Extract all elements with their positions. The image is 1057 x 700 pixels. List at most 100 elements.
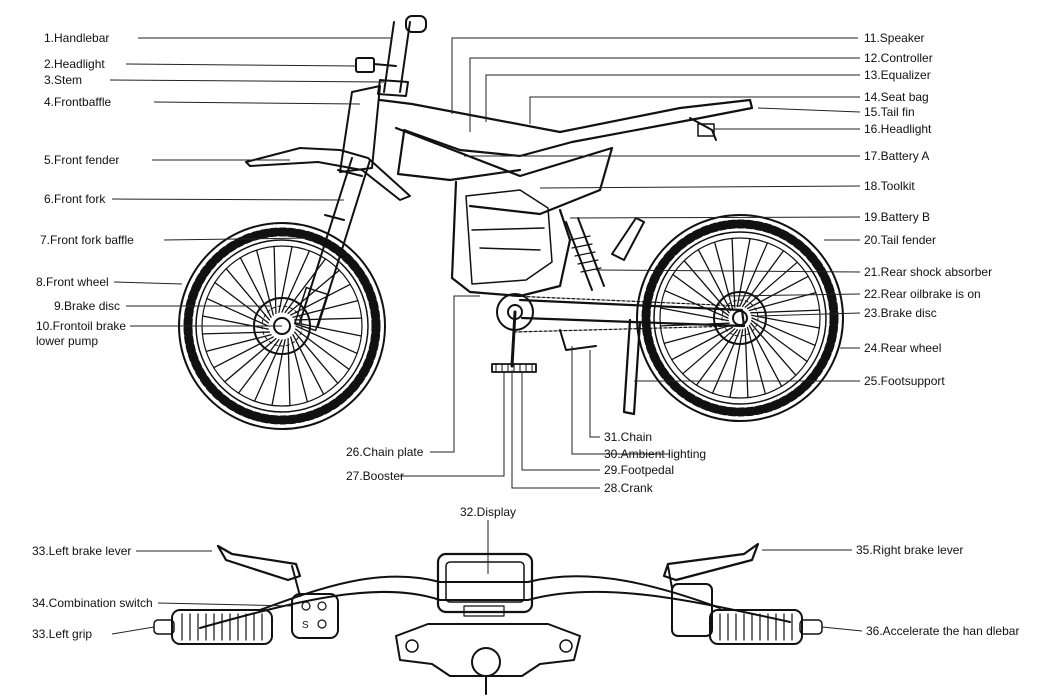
front-wheel-drawing [178, 222, 386, 430]
rear-wheel-spoke [746, 326, 767, 395]
combination-switch-drawing: S [291, 593, 339, 639]
label-headlight-rear: 16.Headlight [864, 122, 932, 136]
label-ambient-lighting: 30.Ambient lighting [604, 447, 706, 461]
front-wheel-spoke [294, 328, 350, 371]
rear-wheel-spoke [682, 328, 736, 375]
front-wheel-spoke [278, 245, 293, 314]
label-frontoil-brake: 10.Frontoil brake [36, 319, 126, 333]
rear-wheel-spoke [744, 261, 798, 308]
rear-wheel-spoke [729, 329, 744, 399]
rear-brake-disc-drawing [713, 291, 767, 345]
label-front-fork: 6.Front fork [44, 192, 106, 206]
rear-wheel-spoke [671, 326, 734, 361]
rear-wheel-spoke [751, 320, 808, 363]
rear-wheel-spoke [750, 309, 821, 314]
front-wheel-spoke [206, 297, 269, 327]
label-equalizer: 13.Equalizer [864, 68, 931, 82]
label-booster: 27.Booster [346, 469, 404, 483]
leader-lines [109, 37, 863, 635]
rear-wheel-spoke [742, 250, 785, 307]
front-wheel-spoke [273, 245, 277, 315]
rear-wheel-drawing [636, 214, 844, 422]
label-display: 32.Display [460, 505, 516, 519]
bike-illustration [178, 15, 844, 430]
front-wheel-spoke [290, 336, 309, 403]
frame-drawing [378, 98, 754, 298]
display-drawing [436, 552, 534, 614]
front-wheel-spoke [213, 336, 274, 369]
label-footpedal: 29.Footpedal [604, 463, 674, 477]
label-tail-fender: 20.Tail fender [864, 233, 936, 247]
label-brake-disc-front: 9.Brake disc [54, 299, 120, 313]
front-wheel-spoke [290, 283, 351, 316]
label-tail-fin: 15.Tail fin [864, 105, 915, 119]
labels: 1.Handlebar 2.Headlight 3.Stem 4.Frontba… [32, 31, 1019, 641]
front-wheel-spoke [271, 338, 286, 407]
label-frontbaffle: 4.Frontbaffle [44, 95, 111, 109]
rear-wheel-spoke [748, 291, 817, 312]
right-brake-lever-drawing [662, 542, 760, 582]
label-speaker: 11.Speaker [864, 31, 925, 45]
rear-shock-drawing [565, 217, 605, 291]
rear-wheel-spoke [751, 317, 816, 347]
rear-wheel-spoke [746, 275, 809, 310]
switch-s-button-label: S [302, 620, 309, 631]
rear-wheel-spoke [697, 249, 732, 312]
front-wheel-spoke [201, 331, 271, 335]
label-brake-disc-rear: 23.Brake disc [864, 306, 937, 320]
label-accelerate-handlebar: 36.Accelerate the han dlebar [866, 624, 1019, 638]
front-wheel-spoke [281, 250, 311, 313]
label-toolkit: 18.Toolkit [864, 179, 915, 193]
label-headlight: 2.Headlight [44, 57, 105, 71]
label-footsupport: 25.Footsupport [864, 374, 945, 388]
label-front-wheel: 8.Front wheel [36, 275, 109, 289]
label-stem: 3.Stem [44, 73, 82, 87]
label-rear-wheel: 24.Rear wheel [864, 341, 941, 355]
rear-wheel-spoke [731, 237, 736, 308]
label-crank: 28.Crank [604, 481, 654, 495]
front-wheel-spoke [205, 334, 272, 353]
front-wheel-spoke [253, 339, 283, 402]
front-wheel-spoke [284, 258, 327, 314]
front-wheel-spoke [255, 249, 274, 316]
front-wheel-spoke [201, 315, 270, 330]
front-wheel-spoke [225, 268, 271, 321]
front-wheel-spoke [287, 337, 291, 407]
label-combination-switch: 34.Combination switch [32, 596, 153, 610]
rear-wheel-spoke [663, 324, 732, 345]
rear-wheel-spoke [713, 241, 734, 310]
crank-drawing [491, 293, 537, 373]
right-grip-drawing [671, 583, 823, 645]
left-grip-drawing [153, 609, 273, 645]
front-wheel-spoke [214, 281, 270, 324]
label-chain: 31.Chain [604, 430, 652, 444]
front-wheel-spoke [239, 257, 272, 318]
frontbaffle-drawing [339, 85, 381, 173]
handlebar-drawing [355, 15, 427, 97]
rear-wheel-spoke [683, 260, 730, 314]
rear-wheel-spoke [748, 324, 783, 387]
front-wheel-spoke [292, 299, 359, 318]
label-controller: 12.Controller [864, 51, 933, 65]
label-right-brake-lever: 35.Right brake lever [856, 543, 963, 557]
footsupport-drawing [622, 318, 642, 416]
label-handlebar: 1.Handlebar [44, 31, 109, 45]
rear-wheel-spoke [736, 237, 751, 307]
label-left-grip: 33.Left grip [32, 627, 92, 641]
rear-wheel-spoke [659, 307, 729, 322]
front-wheel-spoke [224, 337, 277, 383]
label-chain-plate: 26.Chain plate [346, 445, 424, 459]
rear-wheel-spoke [751, 314, 821, 329]
front-wheel-spoke [287, 269, 340, 315]
rear-wheel-spoke [750, 322, 797, 376]
handlebar-detail-drawing: S [153, 542, 823, 695]
label-battery-b: 19.Battery B [864, 210, 930, 224]
front-wheel-spoke [293, 331, 339, 384]
front-fender-drawing [245, 147, 411, 201]
rear-wheel-spoke [711, 329, 741, 394]
front-wheel-spoke [293, 317, 363, 321]
swingarm-drawing [511, 295, 746, 351]
label-front-fork-baffle: 7.Front fork baffle [40, 233, 134, 247]
left-brake-lever-drawing [216, 544, 302, 582]
